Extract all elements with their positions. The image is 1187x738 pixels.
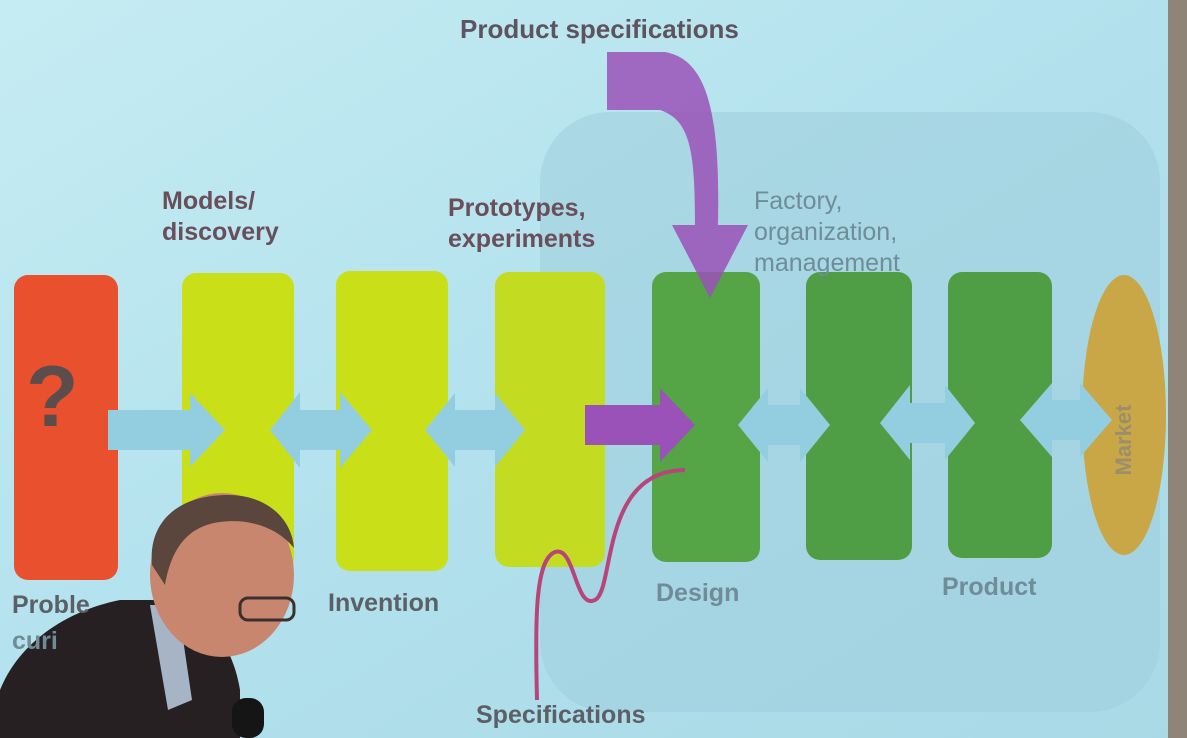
arrow-discovery-invention — [270, 392, 372, 468]
arrow-design-factory — [738, 388, 830, 462]
factory-label: Factory, organization, management — [754, 187, 900, 277]
arrow-product-market — [1020, 383, 1112, 457]
microphone — [232, 698, 264, 738]
arrow-problem-discovery — [108, 393, 225, 467]
presenter-hair — [151, 495, 294, 585]
product-label: Product — [942, 573, 1037, 601]
question-mark: ? — [26, 349, 79, 445]
problem-box — [14, 275, 118, 580]
prototypes-label: Prototypes, experiments — [448, 194, 596, 253]
prototype-box — [495, 272, 605, 567]
specifications-curve — [534, 468, 686, 701]
factory-box — [806, 272, 912, 560]
product-specs-arrow — [607, 52, 748, 298]
screen-right-edge — [1168, 0, 1187, 738]
problem-label: Proble — [12, 591, 90, 619]
glasses — [238, 596, 296, 622]
market-oval — [1082, 275, 1166, 555]
design-box — [652, 272, 760, 562]
arrow-factory-product — [880, 385, 975, 460]
curiosity-label: curi — [12, 627, 58, 655]
invention-box — [336, 271, 448, 571]
product-specifications-label: Product specifications — [460, 14, 739, 44]
specifications-label: Specifications — [476, 701, 646, 729]
models-discovery-label: Models/ discovery — [162, 187, 279, 246]
arrow-invention-prototype — [425, 393, 525, 467]
product-box — [948, 272, 1052, 558]
design-label: Design — [656, 579, 740, 607]
market-label: Market — [1111, 404, 1136, 476]
arrow-prototype-design — [585, 388, 695, 462]
invention-label: Invention — [328, 589, 440, 617]
